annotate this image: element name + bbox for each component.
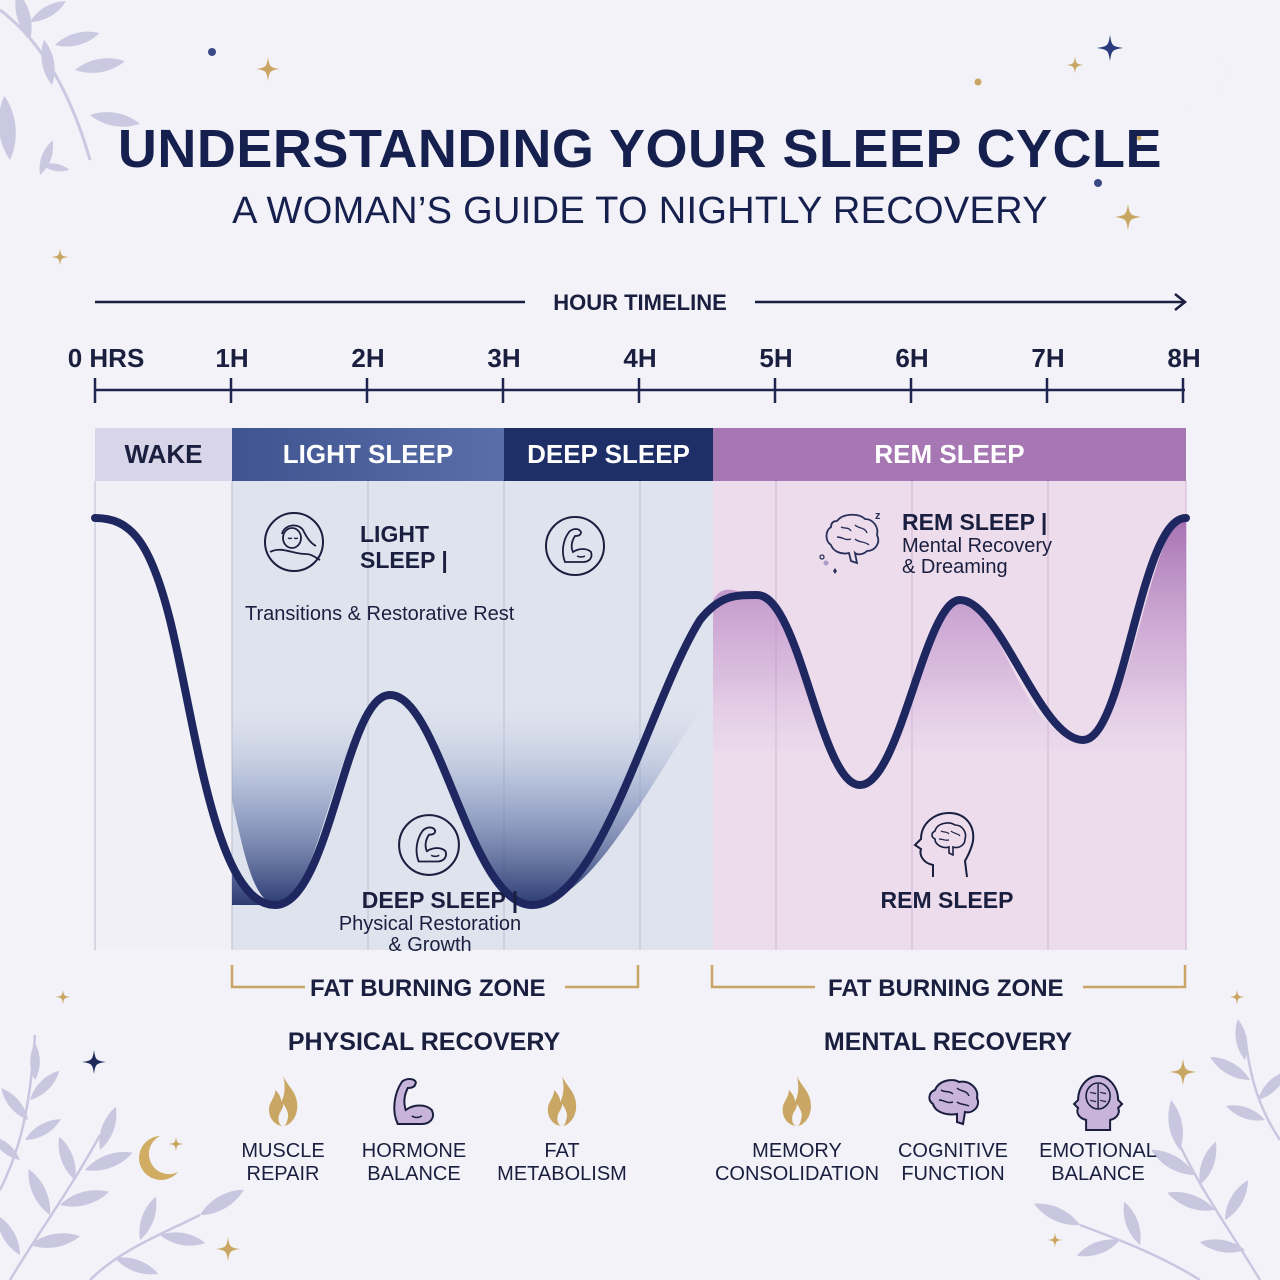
- benefit-memory-consolidation: MEMORY CONSOLIDATION: [715, 1072, 879, 1186]
- flame-icon: [268, 1076, 297, 1126]
- rem-top-title: REM SLEEP |: [902, 509, 1048, 535]
- flame-icon: [547, 1076, 576, 1126]
- benefit-emotional-balance-line1: EMOTIONAL: [1039, 1140, 1157, 1162]
- svg-text:z: z: [875, 510, 881, 522]
- deep-sleep-desc-line2: & Growth: [388, 934, 472, 956]
- moon-icon: [1172, 40, 1225, 110]
- benefit-muscle-repair-line1: MUSCLE: [241, 1140, 325, 1162]
- sleeping-woman-icon: [264, 512, 324, 572]
- benefit-emotional-balance-line2: BALANCE: [1051, 1163, 1145, 1185]
- physical-recovery-title: PHYSICAL RECOVERY: [287, 1028, 561, 1056]
- fat-burning-zone-left: FAT BURNING ZONE: [310, 975, 546, 1002]
- benefit-fat-metabolism: FAT METABOLISM: [497, 1072, 627, 1186]
- benefit-hormone-balance-line2: BALANCE: [367, 1163, 461, 1185]
- fat-burning-bracket-right: [710, 965, 1187, 989]
- rem-top-desc-line2: & Dreaming: [902, 556, 1008, 578]
- phase-rem-sleep: REM SLEEP: [713, 428, 1186, 481]
- hour-label-6: 6H: [895, 343, 929, 373]
- light-sleep-title-line1: LIGHT: [360, 521, 429, 547]
- page-subtitle: A WOMAN’S GUIDE TO NIGHTLY RECOVERY: [232, 190, 1048, 232]
- leaf-branch-top-left: [0, 0, 141, 177]
- flexed-arm-icon: [545, 516, 605, 576]
- hour-label-8: 8H: [1167, 343, 1201, 373]
- benefit-fat-metabolism-line1: FAT: [544, 1140, 580, 1162]
- hour-label-5: 5H: [759, 343, 793, 373]
- head-brain-icon: [1072, 1074, 1124, 1131]
- rem-top-desc-line1: Mental Recovery: [902, 535, 1053, 557]
- hour-label-3: 3H: [487, 343, 521, 373]
- benefit-muscle-repair-line2: REPAIR: [246, 1163, 320, 1185]
- mental-recovery-title: MENTAL RECOVERY: [823, 1028, 1073, 1056]
- deep-sleep-title: DEEP SLEEP |: [361, 887, 519, 913]
- phase-light-sleep: LIGHT SLEEP: [232, 428, 504, 481]
- hour-label-2: 2H: [351, 343, 385, 373]
- timeline-label: HOUR TIMELINE: [553, 290, 727, 315]
- moon-icon-small: [139, 1136, 178, 1180]
- benefit-cognitive-function-line1: COGNITIVE: [897, 1140, 1009, 1162]
- benefit-cognitive-function: COGNITIVE FUNCTION: [898, 1072, 1008, 1186]
- sleep-cycle-chart: [91, 481, 1190, 950]
- light-sleep-title-line2: SLEEP |: [360, 547, 448, 573]
- benefit-muscle-repair: MUSCLE REPAIR: [241, 1072, 325, 1186]
- fat-burning-zone-right: FAT BURNING ZONE: [828, 975, 1064, 1002]
- deep-sleep-desc-line1: Physical Restoration: [338, 913, 522, 935]
- flexed-arm-icon: [393, 1078, 435, 1125]
- phase-wake: WAKE: [95, 428, 232, 481]
- benefit-memory-consolidation-line2: CONSOLIDATION: [714, 1163, 880, 1185]
- hour-label-0: 0 HRS: [67, 343, 145, 373]
- hour-label-7: 7H: [1031, 343, 1065, 373]
- hour-label-1: 1H: [215, 343, 249, 373]
- benefit-hormone-balance-line1: HORMONE: [361, 1140, 467, 1162]
- light-sleep-description: Transitions & Restorative Rest: [245, 603, 515, 625]
- phase-deep-sleep: DEEP SLEEP: [504, 428, 713, 481]
- head-brain-icon: [913, 811, 975, 878]
- timeline-arrow: [95, 293, 1188, 311]
- leaf-branch-bottom-right: [1031, 1018, 1280, 1280]
- hour-label-4: 4H: [623, 343, 657, 373]
- benefit-memory-consolidation-line1: MEMORY: [752, 1140, 842, 1162]
- deep-sleep-flexed-arm-icon: [398, 814, 460, 876]
- benefit-hormone-balance: HORMONE BALANCE: [362, 1072, 466, 1186]
- benefit-fat-metabolism-line2: METABOLISM: [497, 1163, 627, 1185]
- brain-icon: [928, 1079, 979, 1126]
- benefit-cognitive-function-line2: FUNCTION: [901, 1163, 1005, 1185]
- fat-burning-bracket-left: [230, 965, 640, 989]
- sleep-curve: [91, 514, 1190, 910]
- hour-axis: [93, 378, 1185, 403]
- benefit-emotional-balance: EMOTIONAL BALANCE: [1039, 1072, 1157, 1186]
- leaf-branch-bottom-left: [0, 1034, 248, 1280]
- rem-bottom-title: REM SLEEP: [880, 887, 1014, 913]
- page-title: UNDERSTANDING YOUR SLEEP CYCLE: [117, 119, 1163, 179]
- flame-icon: [782, 1076, 811, 1126]
- dreaming-brain-icon: z: [819, 510, 881, 574]
